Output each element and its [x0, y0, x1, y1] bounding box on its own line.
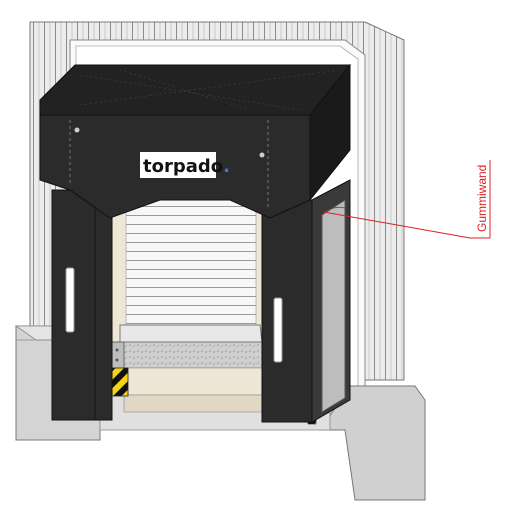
gummiwand-callout: Gummiwand [323, 160, 491, 239]
side-curtain-right [261, 179, 351, 423]
torpado-logo: torpado. [140, 152, 230, 178]
dock-leveller [109, 324, 317, 425]
callout-leader-line [323, 211, 490, 239]
side-curtain-left [51, 189, 113, 421]
reflector-right [273, 297, 283, 363]
rubber-wall [321, 199, 346, 413]
svg-text:torpado.: torpado. [143, 156, 230, 177]
logo-dot: . [223, 156, 230, 177]
top-canopy [39, 63, 352, 219]
logo-wordmark: torpado [143, 156, 223, 177]
hazard-bumper-left [109, 367, 129, 397]
reflector-left [65, 267, 75, 333]
callout-label: Gummiwand [475, 165, 489, 232]
